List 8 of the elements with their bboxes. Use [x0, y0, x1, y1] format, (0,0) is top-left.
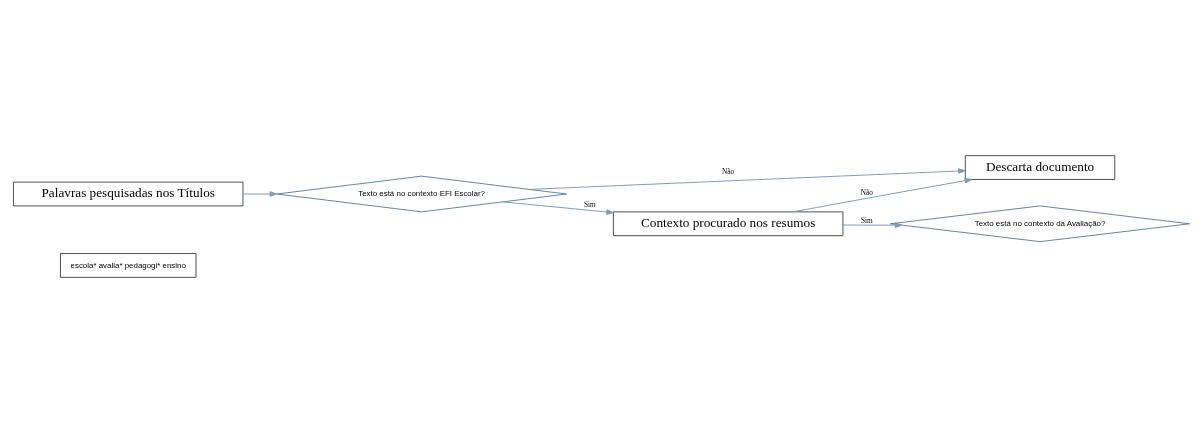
arrow — [242, 190, 278, 197]
arrow — [842, 221, 903, 228]
arrow — [792, 177, 973, 212]
node-box: Contexto procurado nos resumos — [613, 210, 844, 236]
arrow — [502, 200, 614, 215]
node-box: Palavras pesquisadas nos Títulos — [13, 181, 244, 206]
arrow — [528, 167, 966, 190]
node-box: Descarta documento — [964, 154, 1116, 180]
